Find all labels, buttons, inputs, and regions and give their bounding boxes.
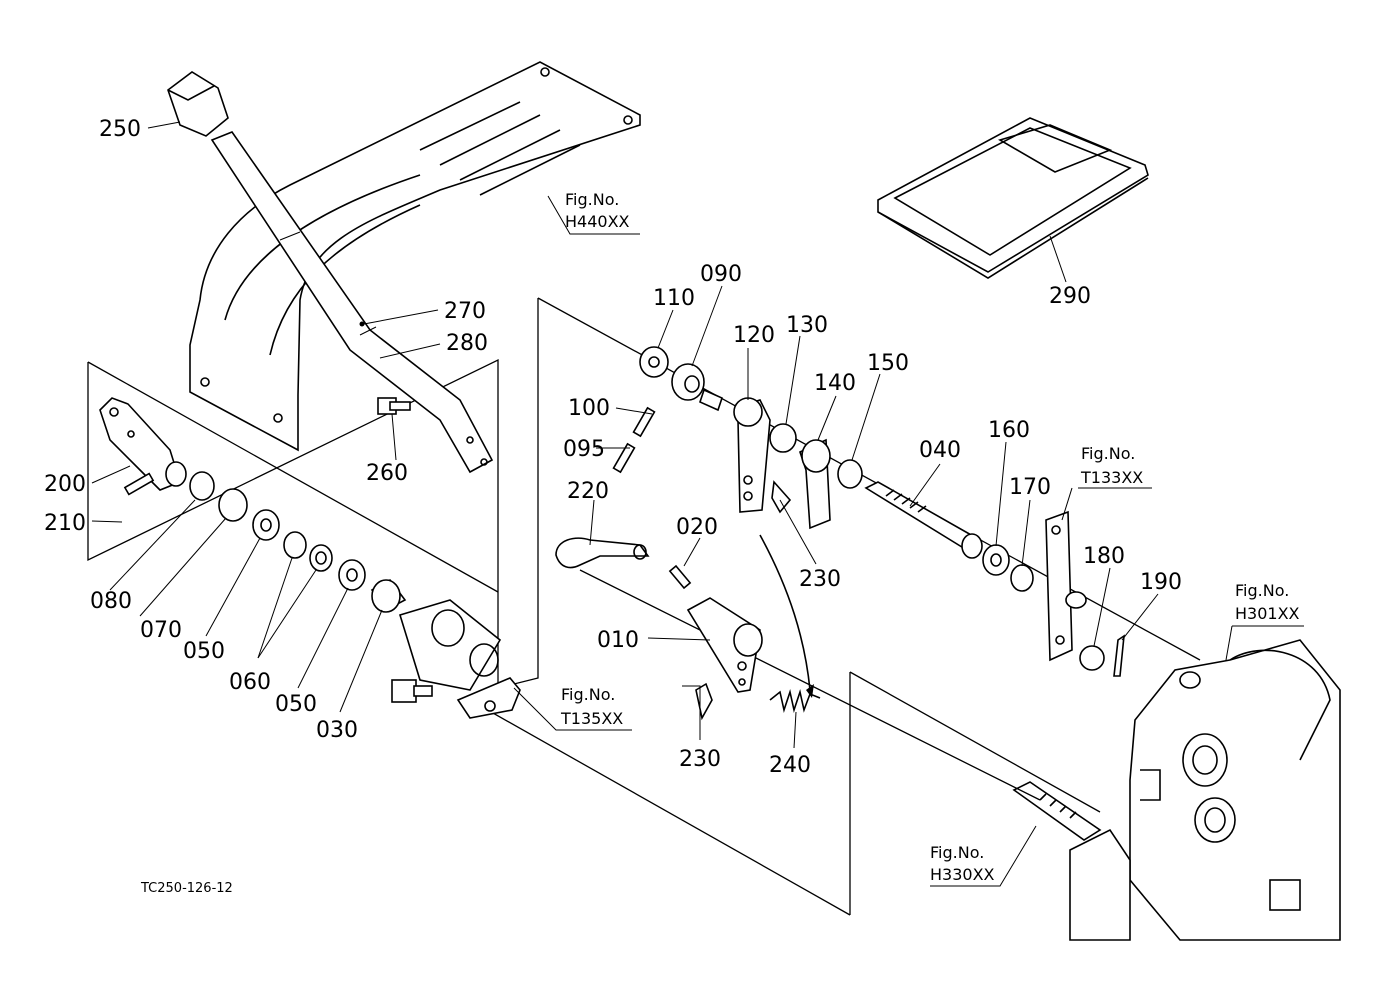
label-190: 190: [1140, 570, 1182, 595]
label-170: 170: [1009, 475, 1051, 500]
label-040: 040: [919, 438, 961, 463]
part-number-labels: 250 270 280 260 200 210 080 070 050 060 …: [44, 117, 1182, 778]
label-230a: 230: [799, 567, 841, 592]
label-270: 270: [444, 299, 486, 324]
label-290: 290: [1049, 284, 1091, 309]
link-010: [668, 564, 763, 693]
spring-and-clip: [695, 682, 821, 721]
label-260: 260: [366, 461, 408, 486]
shaft-housing: [398, 599, 502, 691]
label-050a: 050: [183, 639, 225, 664]
fig-ref-h330-line1: Fig.No.: [930, 843, 984, 862]
fig-ref-t135-line1: Fig.No.: [561, 685, 615, 704]
label-070: 070: [140, 618, 182, 643]
label-020: 020: [676, 515, 718, 540]
fig-ref-h301-line1: Fig.No.: [1235, 581, 1289, 600]
label-250: 250: [99, 117, 141, 142]
washer-050b: [338, 559, 366, 591]
washer-180: [1079, 645, 1105, 671]
label-160: 160: [988, 418, 1030, 443]
lever-grip: [167, 71, 229, 137]
pin-210: [123, 472, 155, 496]
center-mechanism: [612, 346, 1034, 698]
fig-ref-h440-line2: H440XX: [565, 212, 630, 231]
label-180: 180: [1083, 544, 1125, 569]
label-080: 080: [90, 589, 132, 614]
operator-manual-290: [877, 117, 1149, 279]
label-210: 210: [44, 511, 86, 536]
fig-ref-t133-line2: T133XX: [1080, 468, 1143, 487]
fig-ref-h330-line2: H330XX: [930, 865, 995, 884]
label-240: 240: [769, 753, 811, 778]
hydraulic-housing: [1012, 639, 1341, 941]
label-090: 090: [700, 262, 742, 287]
label-230b: 230: [679, 747, 721, 772]
leader-lines: [91, 121, 1304, 887]
label-150: 150: [867, 351, 909, 376]
fig-ref-t133-line1: Fig.No.: [1081, 444, 1135, 463]
label-280: 280: [446, 331, 488, 356]
pin-020: [668, 564, 692, 590]
fig-ref-t135-line2: T135XX: [560, 709, 623, 728]
bushing-070: [218, 488, 248, 522]
label-095: 095: [563, 437, 605, 462]
label-200: 200: [44, 472, 86, 497]
pin-100: [632, 406, 656, 438]
clip-230a: [771, 480, 792, 514]
rod-220: [555, 537, 650, 569]
pin-095: [612, 442, 636, 474]
washer-060a: [283, 531, 307, 559]
washer-110: [639, 346, 669, 378]
pin-190: [1113, 634, 1125, 677]
left-shaft-parts: [99, 397, 521, 719]
fig-ref-h440-line1: Fig.No.: [565, 190, 619, 209]
label-220: 220: [567, 479, 609, 504]
label-110: 110: [653, 286, 695, 311]
label-060: 060: [229, 670, 271, 695]
label-100: 100: [568, 396, 610, 421]
bushing-080: [189, 471, 215, 501]
bracket-t133: [1045, 510, 1087, 662]
washer-160: [982, 544, 1010, 576]
bushing-150: [837, 459, 863, 489]
fig-ref-h301-line2: H301XX: [1235, 604, 1300, 623]
label-140: 140: [814, 371, 856, 396]
clip-230b: [695, 682, 713, 721]
label-130: 130: [786, 313, 828, 338]
washer-050a: [252, 509, 280, 541]
control-lever: [210, 131, 494, 474]
label-030: 030: [316, 718, 358, 743]
bolt-260: [377, 397, 411, 415]
figure-references: Fig.No. H440XX Fig.No. T135XX Fig.No. T1…: [560, 190, 1300, 884]
label-010: 010: [597, 628, 639, 653]
label-050b: 050: [275, 692, 317, 717]
ring-170: [1010, 564, 1034, 592]
bushing-130: [769, 423, 797, 453]
label-120: 120: [733, 323, 775, 348]
drawing-code: TC250-126-12: [140, 881, 233, 896]
washer-060b: [309, 544, 333, 572]
